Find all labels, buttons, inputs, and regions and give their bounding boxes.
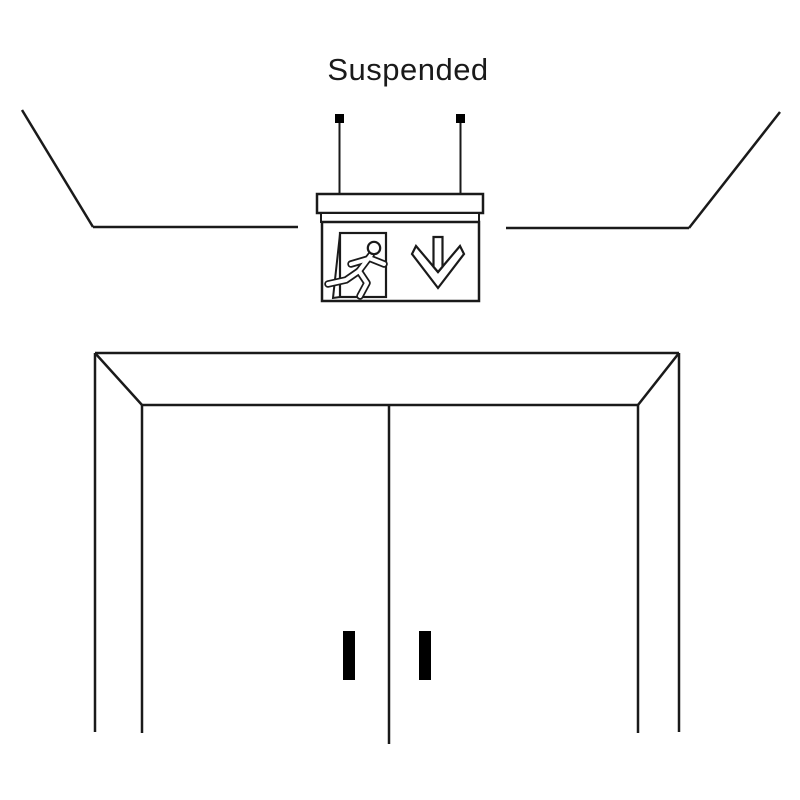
running-man-icon [324,231,388,300]
ceiling [20,109,781,230]
exit-sign [315,192,485,303]
ceiling-mount-icon-right [456,114,465,123]
runner-back-leg-core [357,269,369,298]
diagram-title: Suspended [327,52,489,87]
ceiling-slope-left [20,109,95,228]
down-arrow-icon [410,235,466,290]
door-handle-right [419,631,431,680]
door-frame-miter-left [94,352,143,406]
arrow-shaft [432,235,444,274]
door-ajar-edge [331,233,341,300]
suspension [335,114,465,196]
door-frame-miter-right [637,352,680,406]
runner-front-arm-core [367,256,386,266]
ceiling-mount-icon-left [335,114,344,123]
sign-bracket [315,192,485,215]
runner-back-arm-core [349,257,370,266]
double-door [93,351,681,744]
runner-front-leg-core [326,269,361,286]
runner-core [326,253,386,298]
door-handle-left [343,631,355,680]
sign-band [320,212,480,223]
runner-head [366,240,382,256]
ceiling-slope-right [688,111,781,229]
